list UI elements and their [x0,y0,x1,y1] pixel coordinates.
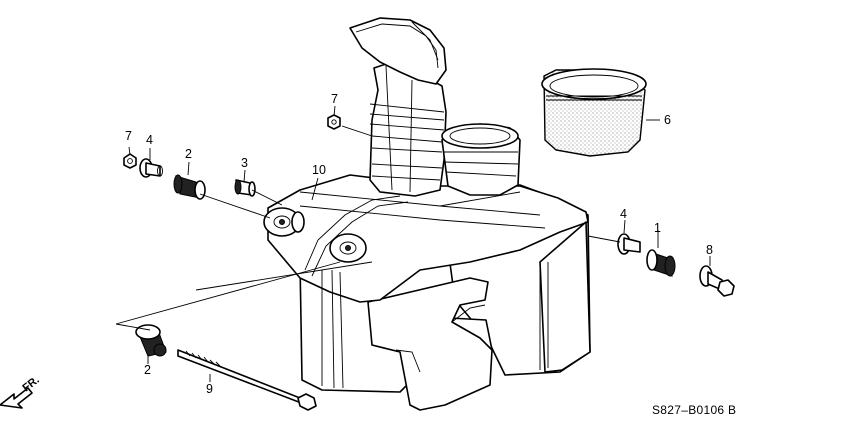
callout-8: 8 [706,243,713,257]
resonator-tank [263,174,591,411]
callout-6: 6 [664,113,671,127]
diagram-code: S827–B0106 B [652,403,736,417]
callout-4-left: 4 [146,133,153,147]
callout-7-duct: 7 [331,92,338,106]
inlet-duct [349,17,447,197]
leader-lines [115,105,711,382]
callout-7-left: 7 [125,129,132,143]
right-fastener-stack [617,233,735,297]
callout-4-right: 4 [620,207,627,221]
duct-nut-part-7 [327,114,341,130]
lower-fastener [135,324,317,411]
callout-2-left: 2 [185,147,192,161]
callout-labels: 7 7 4 2 3 10 6 4 1 8 2 9 [125,92,713,396]
front-direction-arrow: FR. [0,374,42,409]
callout-2-lower: 2 [144,363,151,377]
tank-outlet-neck [441,123,521,196]
left-fastener-stack [123,153,256,200]
callout-3: 3 [241,156,248,170]
callout-10: 10 [312,163,326,177]
callout-1: 1 [654,221,661,235]
seal-ring-part-6 [541,68,647,157]
callout-9: 9 [206,382,213,396]
